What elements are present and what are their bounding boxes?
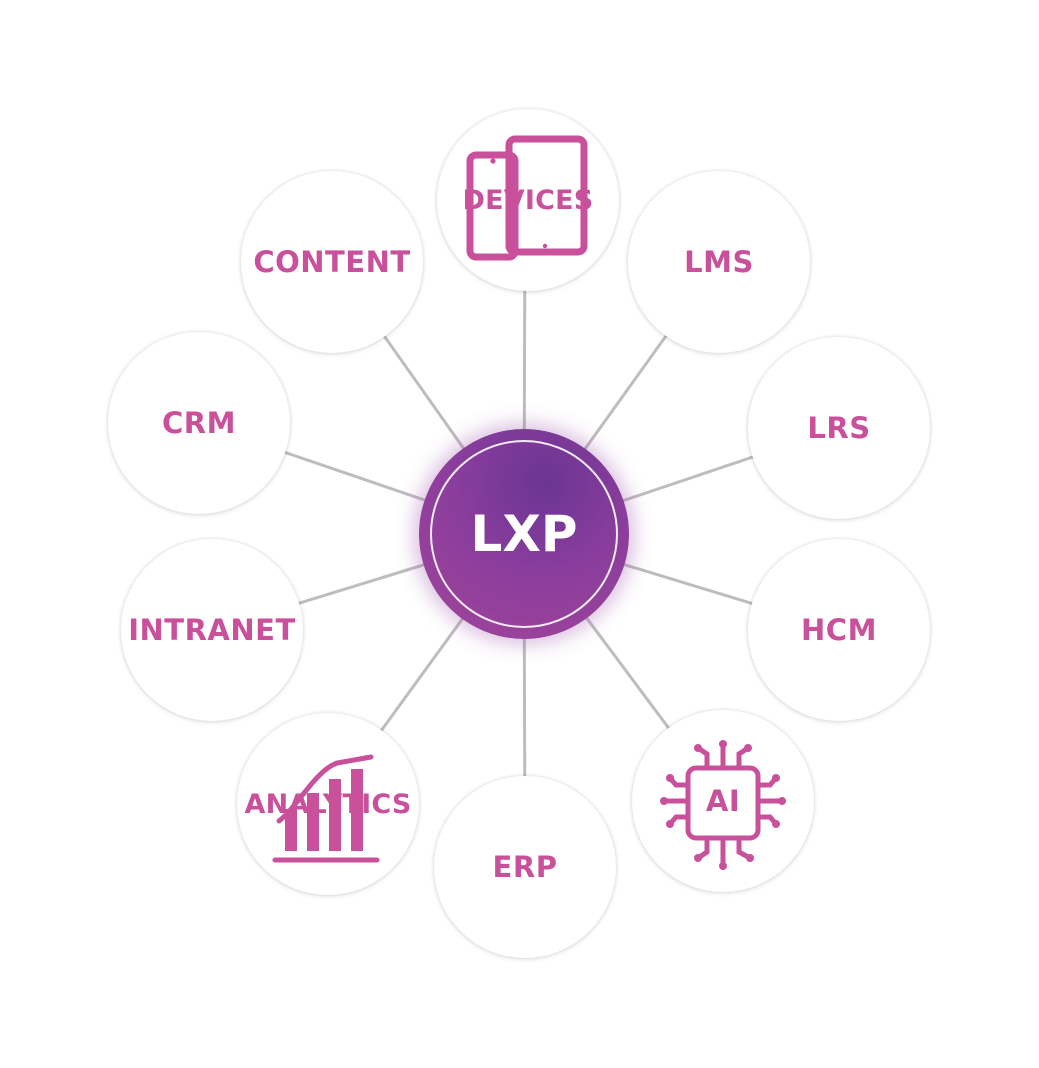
- hub-ring: [430, 440, 618, 628]
- node-label-erp: ERP: [492, 850, 558, 884]
- hub-lxp: LXP: [419, 429, 629, 639]
- node-label-lms: LMS: [684, 245, 754, 279]
- node-ai: AI: [632, 710, 814, 892]
- node-label-analytics: ANALYTICS: [244, 788, 412, 820]
- node-lrs: LRS: [748, 337, 930, 519]
- node-lms: LMS: [628, 171, 810, 353]
- devices-icon: [466, 135, 588, 261]
- node-label-content: CONTENT: [253, 245, 411, 279]
- hub-label: LXP: [470, 505, 578, 563]
- node-erp: ERP: [434, 776, 616, 958]
- chip-icon: [660, 740, 786, 870]
- node-label-lrs: LRS: [807, 411, 871, 445]
- node-analytics: ANALYTICS: [237, 713, 419, 895]
- node-label-hcm: HCM: [801, 613, 877, 647]
- node-devices: DEVICES: [437, 109, 619, 291]
- bar-chart-icon: [272, 754, 380, 863]
- node-label-crm: CRM: [162, 406, 236, 440]
- node-label-devices: DEVICES: [462, 184, 594, 216]
- node-label-ai: AI: [705, 784, 741, 818]
- node-intranet: INTRANET: [121, 539, 303, 721]
- node-label-intranet: INTRANET: [128, 613, 296, 647]
- node-crm: CRM: [108, 332, 290, 514]
- node-content: CONTENT: [241, 171, 423, 353]
- node-hcm: HCM: [748, 539, 930, 721]
